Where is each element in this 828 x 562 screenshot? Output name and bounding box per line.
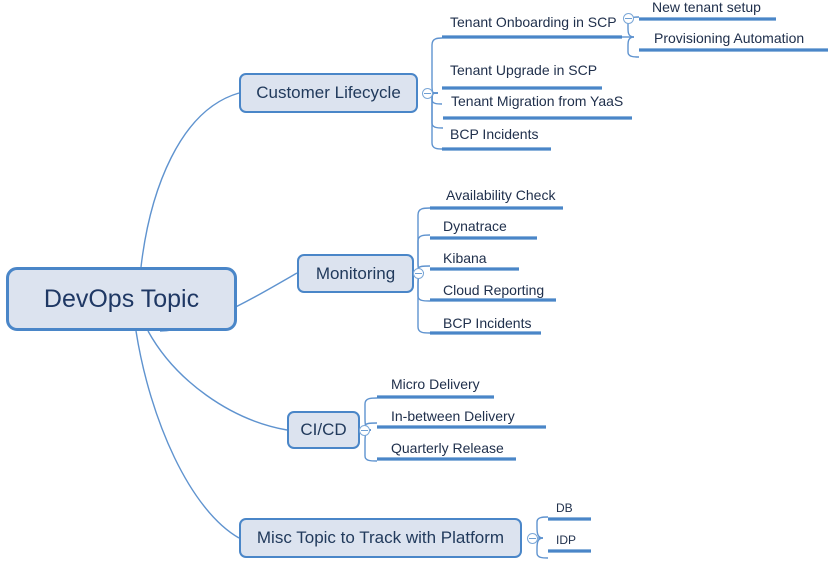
- root-node[interactable]: DevOps Topic: [6, 267, 237, 331]
- leaf-label: Micro Delivery: [391, 376, 480, 392]
- branch-label: CI/CD: [300, 420, 347, 439]
- collapse-toggle-customer-lifecycle[interactable]: [422, 88, 433, 99]
- collapse-toggle-ci-cd[interactable]: [359, 425, 370, 436]
- leaf-label: Kibana: [443, 250, 487, 266]
- leaf-label: In-between Delivery: [391, 408, 515, 424]
- leaf-label: New tenant setup: [652, 0, 761, 15]
- branch-label: Customer Lifecycle: [256, 83, 401, 102]
- root-node-label: DevOps Topic: [43, 284, 200, 313]
- leaf-tenant-onboarding[interactable]: Tenant Onboarding in SCP: [450, 15, 617, 29]
- leaf-label: BCP Incidents: [450, 126, 539, 142]
- leaf-label: Cloud Reporting: [443, 282, 545, 298]
- collapse-toggle-monitoring[interactable]: [413, 268, 424, 279]
- branch-node-customer-lifecycle[interactable]: Customer Lifecycle: [239, 73, 418, 113]
- leaf-label: Tenant Migration from YaaS: [451, 93, 624, 109]
- branch-node-misc-topic[interactable]: Misc Topic to Track with Platform: [239, 518, 522, 558]
- branch-label: Monitoring: [315, 263, 396, 283]
- leaf-bcp-incidents-cl[interactable]: BCP Incidents: [450, 127, 538, 141]
- leaf-label: Dynatrace: [443, 218, 507, 234]
- leaf-kibana[interactable]: Kibana: [443, 251, 487, 265]
- leaf-label: IDP: [556, 533, 577, 547]
- leaf-label: DB: [556, 501, 573, 515]
- branch-node-ci-cd[interactable]: CI/CD: [287, 411, 360, 449]
- leaf-in-between-delivery[interactable]: In-between Delivery: [391, 409, 515, 423]
- leaf-bcp-incidents-mon[interactable]: BCP Incidents: [443, 316, 531, 330]
- branch-node-monitoring[interactable]: Monitoring: [297, 254, 414, 293]
- leaf-label: Availability Check: [446, 187, 556, 203]
- leaf-tenant-upgrade[interactable]: Tenant Upgrade in SCP: [450, 63, 597, 77]
- leaf-label: Tenant Upgrade in SCP: [450, 62, 598, 78]
- collapse-toggle-tenant-onboarding[interactable]: [623, 13, 634, 24]
- leaf-idp[interactable]: IDP: [556, 534, 576, 546]
- collapse-toggle-misc-topic[interactable]: [527, 533, 538, 544]
- leaf-provisioning-automation[interactable]: Provisioning Automation: [654, 31, 804, 45]
- leaf-micro-delivery[interactable]: Micro Delivery: [391, 377, 480, 391]
- leaf-label: Tenant Onboarding in SCP: [450, 14, 617, 30]
- leaf-tenant-migration[interactable]: Tenant Migration from YaaS: [451, 94, 623, 108]
- leaf-db[interactable]: DB: [556, 502, 573, 514]
- leaf-dynatrace[interactable]: Dynatrace: [443, 219, 507, 233]
- leaf-cloud-reporting[interactable]: Cloud Reporting: [443, 283, 544, 297]
- leaf-label: Quarterly Release: [391, 440, 504, 456]
- leaf-label: Provisioning Automation: [654, 30, 805, 46]
- leaf-quarterly-release[interactable]: Quarterly Release: [391, 441, 504, 455]
- leaf-new-tenant-setup[interactable]: New tenant setup: [652, 0, 761, 14]
- branch-label: Misc Topic to Track with Platform: [256, 528, 505, 547]
- leaf-availability-check[interactable]: Availability Check: [446, 188, 555, 202]
- leaf-label: BCP Incidents: [443, 315, 532, 331]
